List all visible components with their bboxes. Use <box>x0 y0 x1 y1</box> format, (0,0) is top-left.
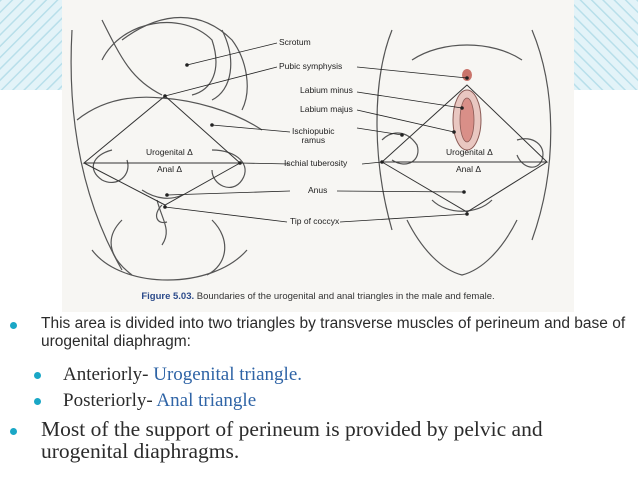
corner-pattern-right <box>568 0 638 90</box>
label-ischiopubic-ramus: Ischiopubic ramus <box>292 126 335 145</box>
bullet-item: Most of the support of perineum is provi… <box>10 418 635 462</box>
anatomy-figure: Scrotum Pubic symphysis Labium minus Lab… <box>62 0 574 312</box>
male-triangles <box>82 95 242 206</box>
perineum-illustration <box>70 16 552 281</box>
bullet-prefix: Posteriorly- <box>63 390 157 411</box>
bullet-item: This area is divided into two triangles … <box>10 315 630 351</box>
label-labium-majus: Labium majus <box>300 104 353 114</box>
bullet-dot <box>10 428 17 435</box>
label-anal-triangle-male: Anal Δ <box>157 164 183 174</box>
bullet-subitem: Anteriorly- Urogenital triangle. <box>34 363 302 387</box>
female-labia-drawing <box>452 69 482 151</box>
label-anal-triangle-female: Anal Δ <box>456 164 482 174</box>
figure-number: Figure 5.03. <box>141 291 195 302</box>
label-ischial-tuberosity: Ischial tuberosity <box>284 158 348 168</box>
bullet-dot <box>10 322 17 329</box>
label-tip-of-coccyx: Tip of coccyx <box>290 216 340 226</box>
bullet-highlight: Urogenital triangle. <box>153 364 303 385</box>
label-urogenital-triangle-male: Urogenital Δ <box>146 147 193 157</box>
corner-pattern-left <box>0 0 70 90</box>
label-labium-minus: Labium minus <box>300 85 353 95</box>
label-scrotum: Scrotum <box>279 37 311 47</box>
female-pelvis-drawing <box>376 29 552 276</box>
female-triangles <box>380 84 549 213</box>
figure-caption-text: Boundaries of the urogenital and anal tr… <box>194 291 495 302</box>
bullet-dot <box>34 372 41 379</box>
label-pubic-symphysis: Pubic symphysis <box>279 61 343 71</box>
bullet-text: Posteriorly- Anal triangle <box>63 389 256 413</box>
leader-lines <box>163 42 469 223</box>
figure-caption: Figure 5.03. Boundaries of the urogenita… <box>62 291 574 302</box>
bullet-highlight: Anal triangle <box>156 390 257 411</box>
bullet-text: Anteriorly- Urogenital triangle. <box>63 363 302 387</box>
bullet-dot <box>34 398 41 405</box>
label-anus: Anus <box>308 185 328 195</box>
bullet-prefix: Anteriorly- <box>63 364 154 385</box>
bullet-text: Most of the support of perineum is provi… <box>41 417 543 463</box>
bullet-text: This area is divided into two triangles … <box>41 315 626 350</box>
bullet-subitem: Posteriorly- Anal triangle <box>34 389 256 413</box>
label-urogenital-triangle-female: Urogenital Δ <box>446 147 493 157</box>
